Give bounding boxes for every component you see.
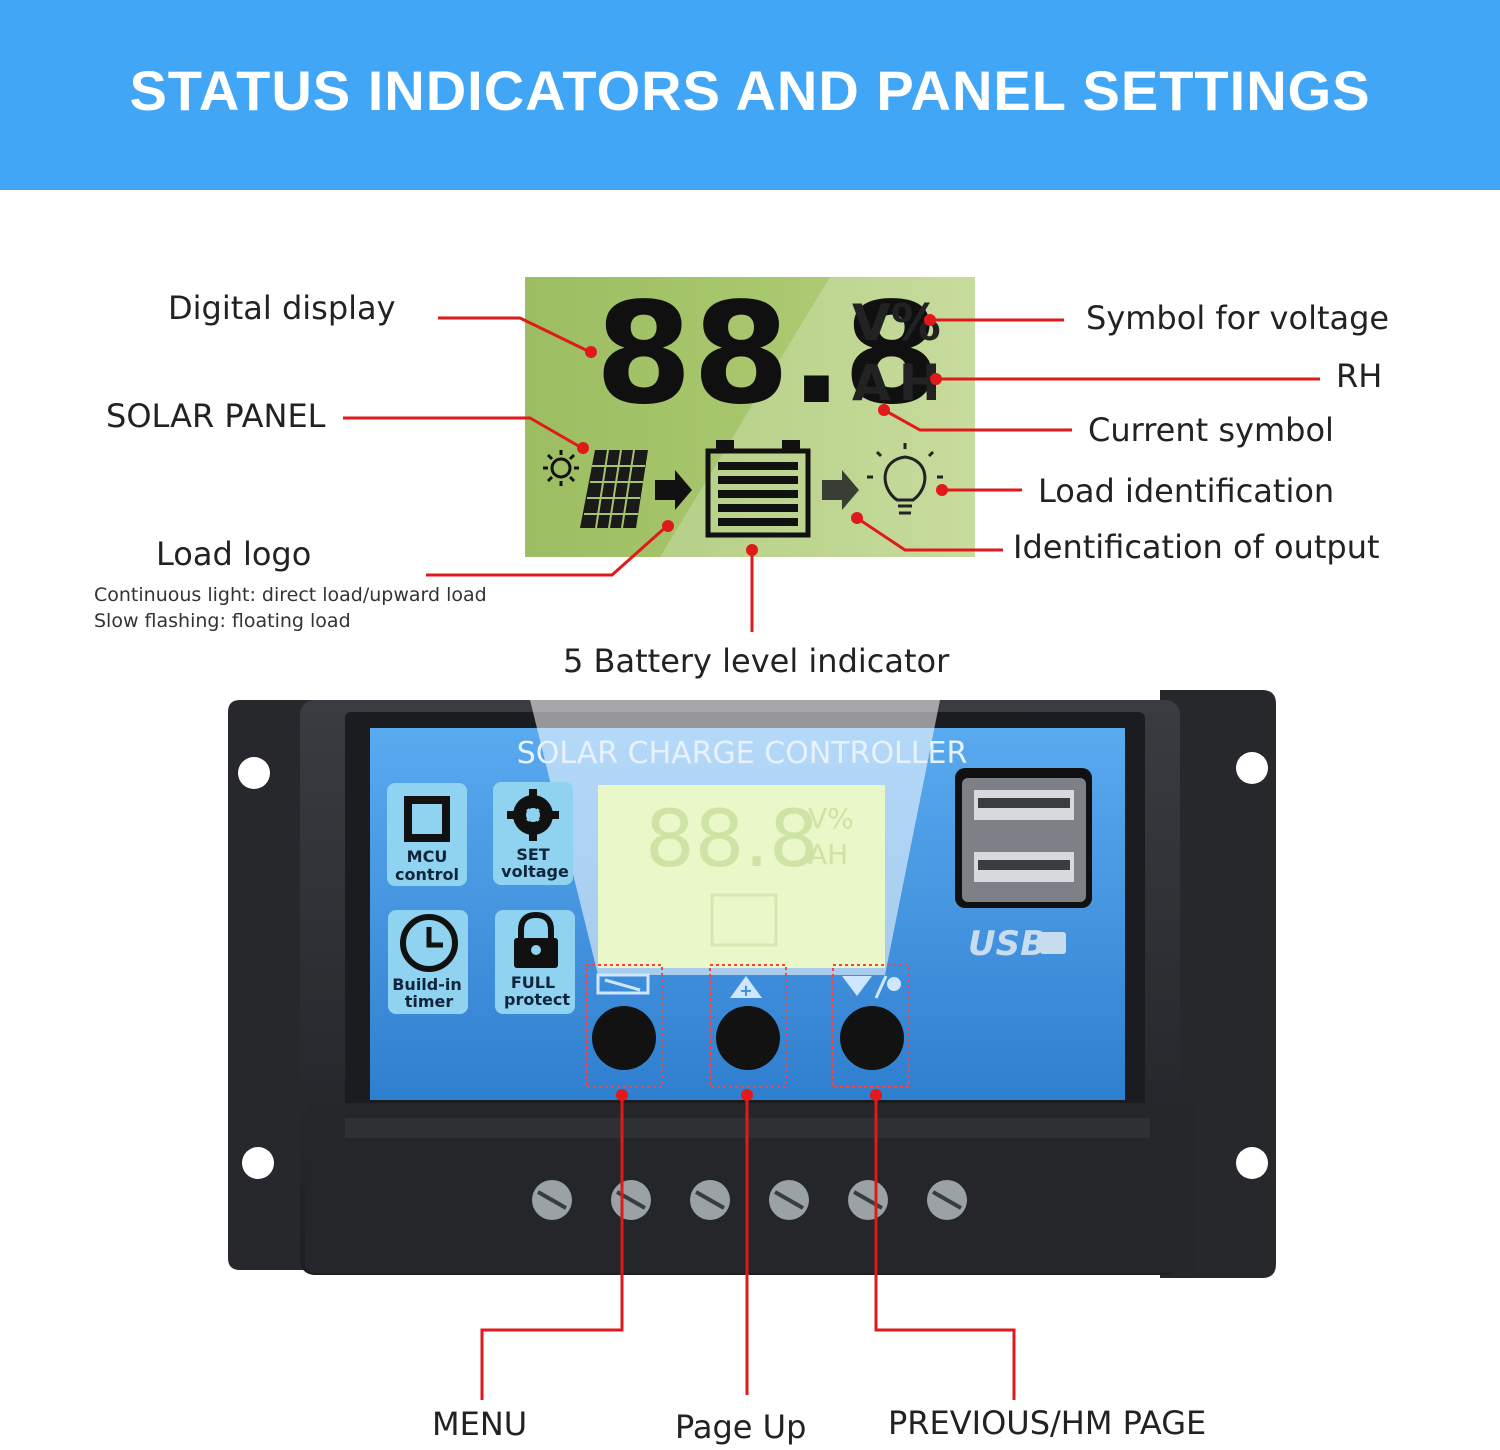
previous-page-button[interactable] <box>840 1006 904 1070</box>
feature-label-line1: FULL <box>511 973 555 992</box>
solar-charge-controller: SOLAR CHARGE CONTROLLER MCU control SET … <box>228 690 1276 1278</box>
terminal-screw <box>690 1180 730 1220</box>
label-digital-display: Digital display <box>168 289 396 327</box>
terminal-screw <box>848 1180 888 1220</box>
terminal-screw <box>611 1180 651 1220</box>
device-lcd-volt: V% <box>808 802 854 835</box>
lcd-closeup: 88.8 V% AH <box>525 273 975 557</box>
feature-label-line2: timer <box>405 992 454 1011</box>
previous-page-icon <box>842 975 901 999</box>
arrow-right-icon <box>655 470 692 510</box>
bottom-callout-lines <box>480 1095 1016 1400</box>
solar-panel-icon <box>580 449 648 529</box>
device-lcd-battery-icon <box>710 893 778 947</box>
controller-title: SOLAR CHARGE CONTROLLER <box>517 736 968 771</box>
button-highlight-boxes <box>585 964 910 1088</box>
label-current-symbol: Current symbol <box>1088 411 1334 449</box>
lock-icon <box>514 911 558 968</box>
label-identification-output: Identification of output <box>1013 528 1380 566</box>
terminal-block <box>305 1103 1195 1273</box>
mount-hole <box>238 757 270 789</box>
load-logo-note-2: Slow flashing: floating load <box>94 610 351 632</box>
device-lcd: 88.8 V% AH <box>598 785 885 968</box>
clock-icon <box>400 914 458 972</box>
label-menu: MENU <box>432 1405 528 1443</box>
terminal-screws <box>532 1180 967 1220</box>
lcd-glare <box>660 277 975 557</box>
feature-label-line1: Build-in <box>392 975 462 994</box>
lcd-amp-symbol: AH <box>852 354 949 412</box>
label-solar-panel: SOLAR PANEL <box>106 397 326 435</box>
label-rh: RH <box>1336 357 1383 395</box>
page-title: STATUS INDICATORS AND PANEL SETTINGS <box>129 59 1371 122</box>
usb-label: USB <box>968 924 1046 964</box>
feature-label-line1: MCU <box>407 847 448 866</box>
label-load-logo: Load logo <box>156 535 312 573</box>
bottom-callout-dots <box>616 1089 882 1101</box>
mount-hole <box>1236 1147 1268 1179</box>
bulb-icon <box>867 443 943 515</box>
mount-hole <box>1236 752 1268 784</box>
mount-hole <box>242 1147 274 1179</box>
feature-tile-timer: Build-in timer <box>388 910 468 1014</box>
menu-icon <box>596 973 650 995</box>
gear-icon <box>507 789 559 841</box>
usb-port <box>955 768 1092 908</box>
battery-icon <box>705 440 811 538</box>
device-lcd-amp: AH <box>808 838 848 871</box>
usb-plug-icon <box>1040 932 1066 954</box>
feature-label-line2: voltage <box>501 862 569 881</box>
sun-icon <box>543 450 579 486</box>
label-page-up: Page Up <box>675 1408 807 1446</box>
header-banner: STATUS INDICATORS AND PANEL SETTINGS <box>0 0 1500 190</box>
terminal-screw <box>532 1180 572 1220</box>
page-up-icon: + <box>730 976 762 1000</box>
feature-label-line2: protect <box>504 990 570 1009</box>
svg-text:+: + <box>739 981 752 1000</box>
label-battery-level: 5 Battery level indicator <box>563 642 950 680</box>
terminal-screw <box>927 1180 967 1220</box>
terminal-screw <box>769 1180 809 1220</box>
feature-label-line2: control <box>395 865 459 884</box>
feature-tile-mcu: MCU control <box>387 783 467 886</box>
arrow-right-icon <box>822 470 859 510</box>
device-lcd-digits: 88.8 <box>645 795 819 885</box>
top-callout-lines <box>343 316 1320 632</box>
label-previous-page: PREVIOUS/HM PAGE <box>888 1404 1207 1442</box>
top-callout-dots <box>577 314 948 556</box>
feature-label-line1: SET <box>516 845 549 864</box>
page-up-button[interactable] <box>716 1006 780 1070</box>
feature-tile-full-protect: FULL protect <box>495 910 575 1014</box>
label-symbol-voltage: Symbol for voltage <box>1086 299 1390 337</box>
feature-tile-set-voltage: SET voltage <box>493 782 573 885</box>
load-logo-note-1: Continuous light: direct load/upward loa… <box>94 584 487 606</box>
chip-icon <box>404 796 450 842</box>
menu-button[interactable] <box>592 1006 656 1070</box>
label-load-identification: Load identification <box>1038 472 1335 510</box>
